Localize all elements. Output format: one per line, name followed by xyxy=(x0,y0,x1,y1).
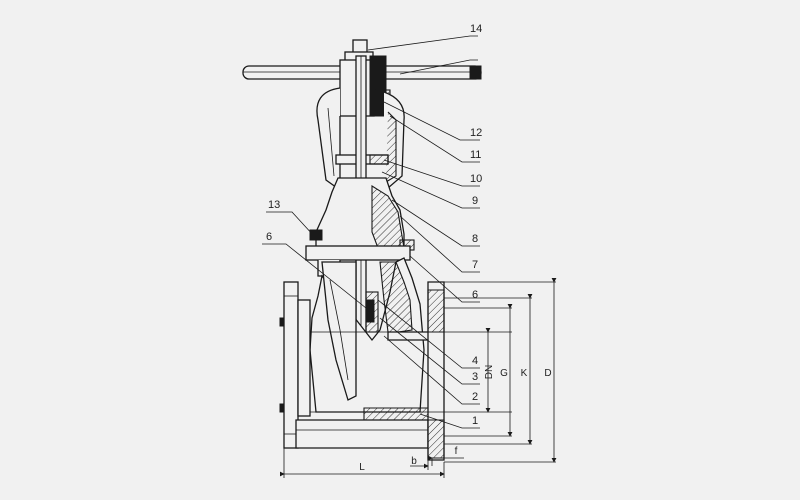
dim-f-label: f xyxy=(455,446,458,457)
dim-DN-label: DN xyxy=(484,365,495,379)
part-label-3: 3 xyxy=(472,371,478,383)
part-label-8: 8 xyxy=(472,233,478,245)
dim-L-label: L xyxy=(359,462,365,473)
dim-b-label: b xyxy=(411,456,417,467)
dim-DN: DN xyxy=(484,328,495,413)
body-bottom xyxy=(295,419,429,449)
part-label-2: 2 xyxy=(472,391,478,403)
dim-D: D xyxy=(544,278,557,463)
part-label-11: 11 xyxy=(470,149,481,161)
part-label-6: 6 xyxy=(472,289,478,301)
dim-L: L xyxy=(280,448,445,478)
part-label-9: 9 xyxy=(472,195,478,207)
dim-G: G xyxy=(500,304,513,437)
dim-D-label: D xyxy=(544,368,551,379)
part-labels: 14 12 11 10 9 8 7 6 4 3 2 1 13 6 xyxy=(266,23,482,427)
part-label-12: 12 xyxy=(470,127,482,139)
part-label-14: 14 xyxy=(470,23,482,35)
bonnet xyxy=(305,177,415,277)
leaders xyxy=(262,35,480,429)
left-flange xyxy=(279,281,311,449)
part-label-13: 13 xyxy=(268,199,280,211)
gate-wedge xyxy=(321,261,379,401)
right-flange xyxy=(427,281,445,461)
part-label-10: 10 xyxy=(470,173,482,185)
part-label-4: 4 xyxy=(472,355,478,367)
construction-lines xyxy=(310,281,556,463)
part-label-1: 1 xyxy=(472,415,478,427)
part-label-7: 7 xyxy=(472,259,478,271)
dim-f: f xyxy=(428,446,464,466)
dim-K: K xyxy=(521,294,533,445)
dim-b: b xyxy=(410,456,429,470)
dim-G-label: G xyxy=(500,368,508,379)
dim-K-label: K xyxy=(521,368,528,379)
part-label-6-left: 6 xyxy=(266,231,272,243)
